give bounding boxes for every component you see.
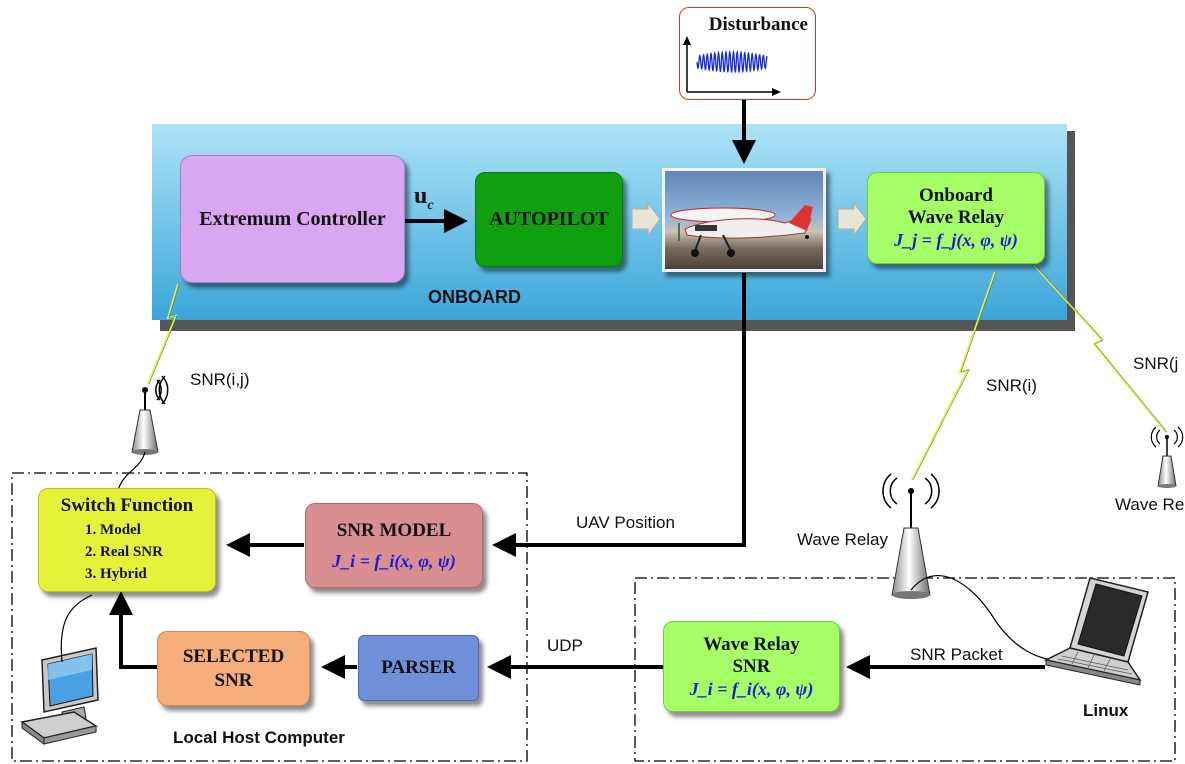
onboard-label: ONBOARD (428, 287, 521, 307)
antenna-left-cable (117, 451, 146, 491)
selected-to-switch-line (119, 653, 157, 669)
radio-link-snr-j (1034, 265, 1167, 433)
far-wave-relay-label: Wave Relay (1115, 495, 1185, 514)
snr-model-box: SNR MODEL J_i = f_i(x, φ, ψ) (305, 503, 483, 588)
wave-relay-snr-line1: Wave Relay (703, 633, 800, 655)
autopilot-to-aircraft-chevron (631, 201, 661, 237)
disturbance-plot-icon (683, 36, 781, 96)
desktop-cable (60, 594, 93, 663)
radio-link-snr-j-edge (1035, 265, 1168, 433)
parser-box: PARSER (358, 635, 479, 701)
wave-relay-snr-box: Wave Relay SNR J_i = f_i(x, φ, ψ) (663, 621, 840, 712)
aircraft-to-relay-chevron (837, 201, 867, 237)
radio-link-left-edge (148, 283, 180, 385)
uc-sub: c (427, 197, 434, 213)
disturbance-box (679, 7, 816, 100)
laptop-icon (1043, 577, 1149, 686)
wave-relay-snr-equation: J_i = f_i(x, φ, ψ) (689, 678, 814, 699)
local-host-region (11, 472, 528, 762)
wave-relay-snr-line2: SNR (732, 655, 771, 677)
uc-main: u (414, 183, 428, 209)
switch-item-model: 1. Model (85, 522, 141, 538)
snr-ij-label: SNR(i,j) (190, 370, 250, 389)
extremum-controller-label: Extremum Controller (199, 207, 386, 230)
onboard-wave-relay-line2: Wave Relay (907, 207, 1005, 228)
snr-model-title: SNR MODEL (336, 519, 452, 541)
switch-function-title: Switch Function (60, 495, 194, 516)
linux-label: Linux (1083, 701, 1129, 720)
autopilot-label: AUTOPILOT (489, 208, 609, 230)
desktop-computer-icon (20, 647, 99, 745)
uav-position-line (492, 273, 746, 557)
disturbance-title: Disturbance (708, 14, 808, 35)
antenna-wave-relay-cable (910, 574, 1059, 661)
snr-i-label: SNR(i) (986, 376, 1037, 395)
radio-link-snr-i-edge (912, 271, 997, 481)
antenna-left-icon (131, 375, 169, 455)
snr-model-equation: J_i = f_i(x, φ, ψ) (332, 550, 456, 571)
antenna-wave-relay-icon (882, 473, 940, 599)
autopilot-box: AUTOPILOT (475, 172, 623, 267)
onboard-wave-relay-line1: Onboard (919, 185, 993, 206)
uav-position-label: UAV Position (576, 513, 675, 532)
snr-packet-label: SNR Packet (910, 645, 1003, 664)
selected-snr-line2: SNR (214, 669, 253, 691)
linux-wave-relay-antenna-label: Wave Relay (797, 530, 889, 549)
onboard-wave-relay-equation: J_j = f_j(x, φ, ψ) (894, 230, 1018, 250)
selected-snr-line1: SELECTED (182, 645, 285, 667)
uc-label: uc (414, 183, 434, 214)
aircraft-icon (670, 205, 813, 257)
local-host-label: Local Host Computer (173, 728, 345, 747)
snr-j-label: SNR(j (1133, 354, 1179, 373)
extremum-controller-box: Extremum Controller (180, 155, 405, 283)
udp-label: UDP (547, 636, 583, 655)
parser-label: PARSER (381, 657, 456, 678)
switch-function-box: Switch Function 1. Model 2. Real SNR 3. … (38, 488, 216, 592)
switch-item-hybrid: 3. Hybrid (85, 566, 147, 582)
selected-snr-box: SELECTED SNR (157, 631, 310, 706)
aircraft-image (662, 168, 826, 272)
onboard-wave-relay-box: Onboard Wave Relay J_j = f_j(x, φ, ψ) (867, 172, 1045, 264)
switch-item-real-snr: 2. Real SNR (85, 544, 163, 560)
antenna-far-right-icon (1150, 426, 1184, 488)
